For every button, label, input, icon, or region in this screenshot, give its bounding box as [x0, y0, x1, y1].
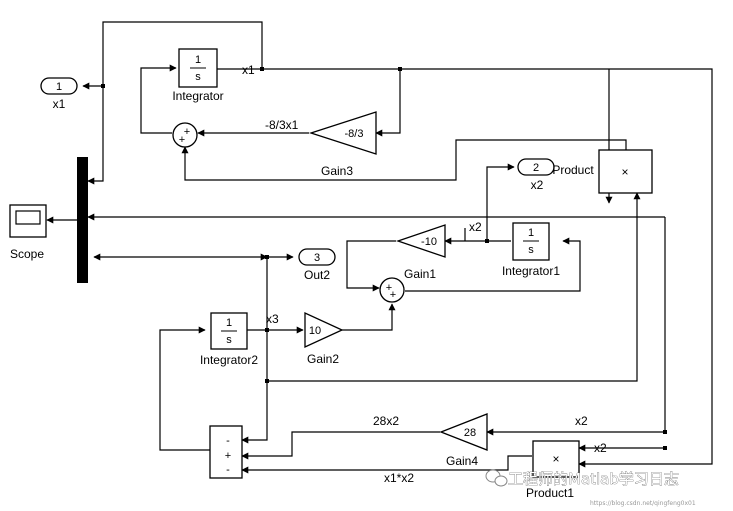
gain4-out-line[interactable]: [241, 431, 440, 460]
sum3-sign-2: +: [225, 450, 231, 462]
gain3-label: Gain3: [321, 164, 353, 178]
signal-label-x1: x1: [242, 63, 255, 77]
junction-dot: [663, 446, 667, 450]
outport2-label: x2: [531, 178, 544, 192]
scope-label: Scope: [10, 247, 44, 261]
x1-line-to-mux[interactable]: [87, 86, 104, 185]
product-to-sum1-line[interactable]: [181, 139, 627, 181]
sum1-to-integrator-line[interactable]: [140, 64, 177, 134]
sum2-sign-left: +: [386, 282, 392, 294]
signal-label-x2-top: x2: [469, 220, 482, 234]
integrator1-block[interactable]: 1 s Integrator1: [502, 222, 560, 278]
signal-label-gain3-out: -8/3x1: [265, 118, 299, 132]
gain2-to-sum2-line[interactable]: [342, 303, 396, 331]
outport3-number: 3: [314, 252, 320, 264]
gain4-value: 28: [464, 427, 476, 439]
integrator-label: Integrator: [172, 89, 223, 103]
product-label: Product: [552, 163, 594, 177]
junction-dots: [101, 67, 667, 450]
sum1-sign-top: +: [184, 126, 190, 138]
outport2-block[interactable]: 2 x2: [517, 158, 555, 192]
mux-block[interactable]: [77, 157, 88, 283]
gain3-value: -8/3: [345, 128, 364, 140]
product1-label: Product1: [526, 486, 574, 500]
gain1-block[interactable]: -10 Gain1: [395, 224, 446, 281]
sum1-sign-bottom: +: [179, 134, 185, 146]
sum1-block[interactable]: + +: [172, 122, 198, 148]
signal-label-gain4-out: 28x2: [373, 414, 399, 428]
sum2-block[interactable]: + +: [379, 277, 405, 303]
x3-line-to-sum3[interactable]: [241, 257, 268, 444]
sum3-block[interactable]: - + -: [209, 425, 243, 479]
junction-dot: [260, 67, 264, 71]
gain1-to-sum2-line[interactable]: [346, 240, 396, 292]
sum2-sign-bottom: +: [390, 289, 396, 301]
integrator2-den: s: [226, 334, 232, 346]
gain1-value: -10: [421, 236, 437, 248]
junction-dot: [398, 67, 402, 71]
integrator-den: s: [195, 71, 201, 83]
gain3-block[interactable]: -8/3 Gain3: [308, 111, 377, 178]
wechat-logo-icon: [485, 469, 508, 487]
watermark-text: 工程师的Matlab学习日志: [508, 470, 679, 488]
junction-dot: [265, 328, 269, 332]
sum3-sign-3: -: [226, 464, 230, 476]
integrator2-block[interactable]: 1 s Integrator2: [200, 312, 258, 367]
product1-out-line[interactable]: [241, 455, 532, 474]
integrator-block[interactable]: 1 s Integrator: [172, 48, 224, 103]
integrator1-num: 1: [528, 227, 534, 239]
signal-lines: [46, 21, 713, 474]
signal-label-product1-out: x1*x2: [384, 471, 414, 485]
integrator-num: 1: [195, 54, 201, 66]
gain2-block[interactable]: 10 Gain2: [304, 311, 344, 366]
junction-dot: [663, 430, 667, 434]
outport2-number: 2: [533, 162, 539, 174]
junction-dot: [101, 84, 105, 88]
outport1-label: x1: [53, 97, 66, 111]
x3-line-to-product[interactable]: [267, 192, 641, 382]
junction-dot: [265, 255, 269, 259]
watermark: 工程师的Matlab学习日志 https://blog.csdn.net/qin…: [485, 469, 696, 507]
outport1-block[interactable]: 1 x1: [40, 77, 78, 111]
integrator2-label: Integrator2: [200, 353, 258, 367]
x2-line-to-outport2[interactable]: [486, 163, 515, 241]
integrator1-den: s: [528, 244, 534, 256]
watermark-url: https://blog.csdn.net/qingfeng0x01: [590, 500, 696, 507]
scope-block[interactable]: Scope: [9, 204, 47, 261]
x1-line-to-gain3[interactable]: [375, 69, 401, 137]
x1-line-to-outport1[interactable]: [82, 21, 263, 90]
sum3-sign-1: -: [226, 435, 230, 447]
gain4-block[interactable]: 28 Gain4: [439, 413, 488, 468]
product1-symbol: ×: [552, 452, 559, 466]
signal-label-x2-product1: x2: [594, 441, 607, 455]
sum2-to-integrator1-line[interactable]: [405, 237, 581, 292]
signal-label-x3: x3: [266, 312, 279, 326]
sum3-to-integrator2-line[interactable]: [159, 326, 210, 451]
junction-dot: [265, 379, 269, 383]
integrator2-num: 1: [226, 317, 232, 329]
x1-line-to-product1[interactable]: [217, 68, 713, 468]
gain4-label: Gain4: [446, 454, 478, 468]
gain1-label: Gain1: [404, 267, 436, 281]
product-symbol: ×: [621, 165, 628, 179]
gain2-value: 10: [309, 325, 321, 337]
outport3-block[interactable]: 3 Out2: [298, 248, 336, 282]
junction-dot: [485, 239, 489, 243]
gain2-label: Gain2: [307, 352, 339, 366]
product-block[interactable]: × Product: [552, 149, 653, 194]
integrator1-label: Integrator1: [502, 264, 560, 278]
outport1-number: 1: [56, 81, 62, 93]
outport3-label: Out2: [304, 268, 330, 282]
signal-label-x2-right: x2: [575, 414, 588, 428]
product1-block[interactable]: × Product1: [526, 440, 580, 500]
